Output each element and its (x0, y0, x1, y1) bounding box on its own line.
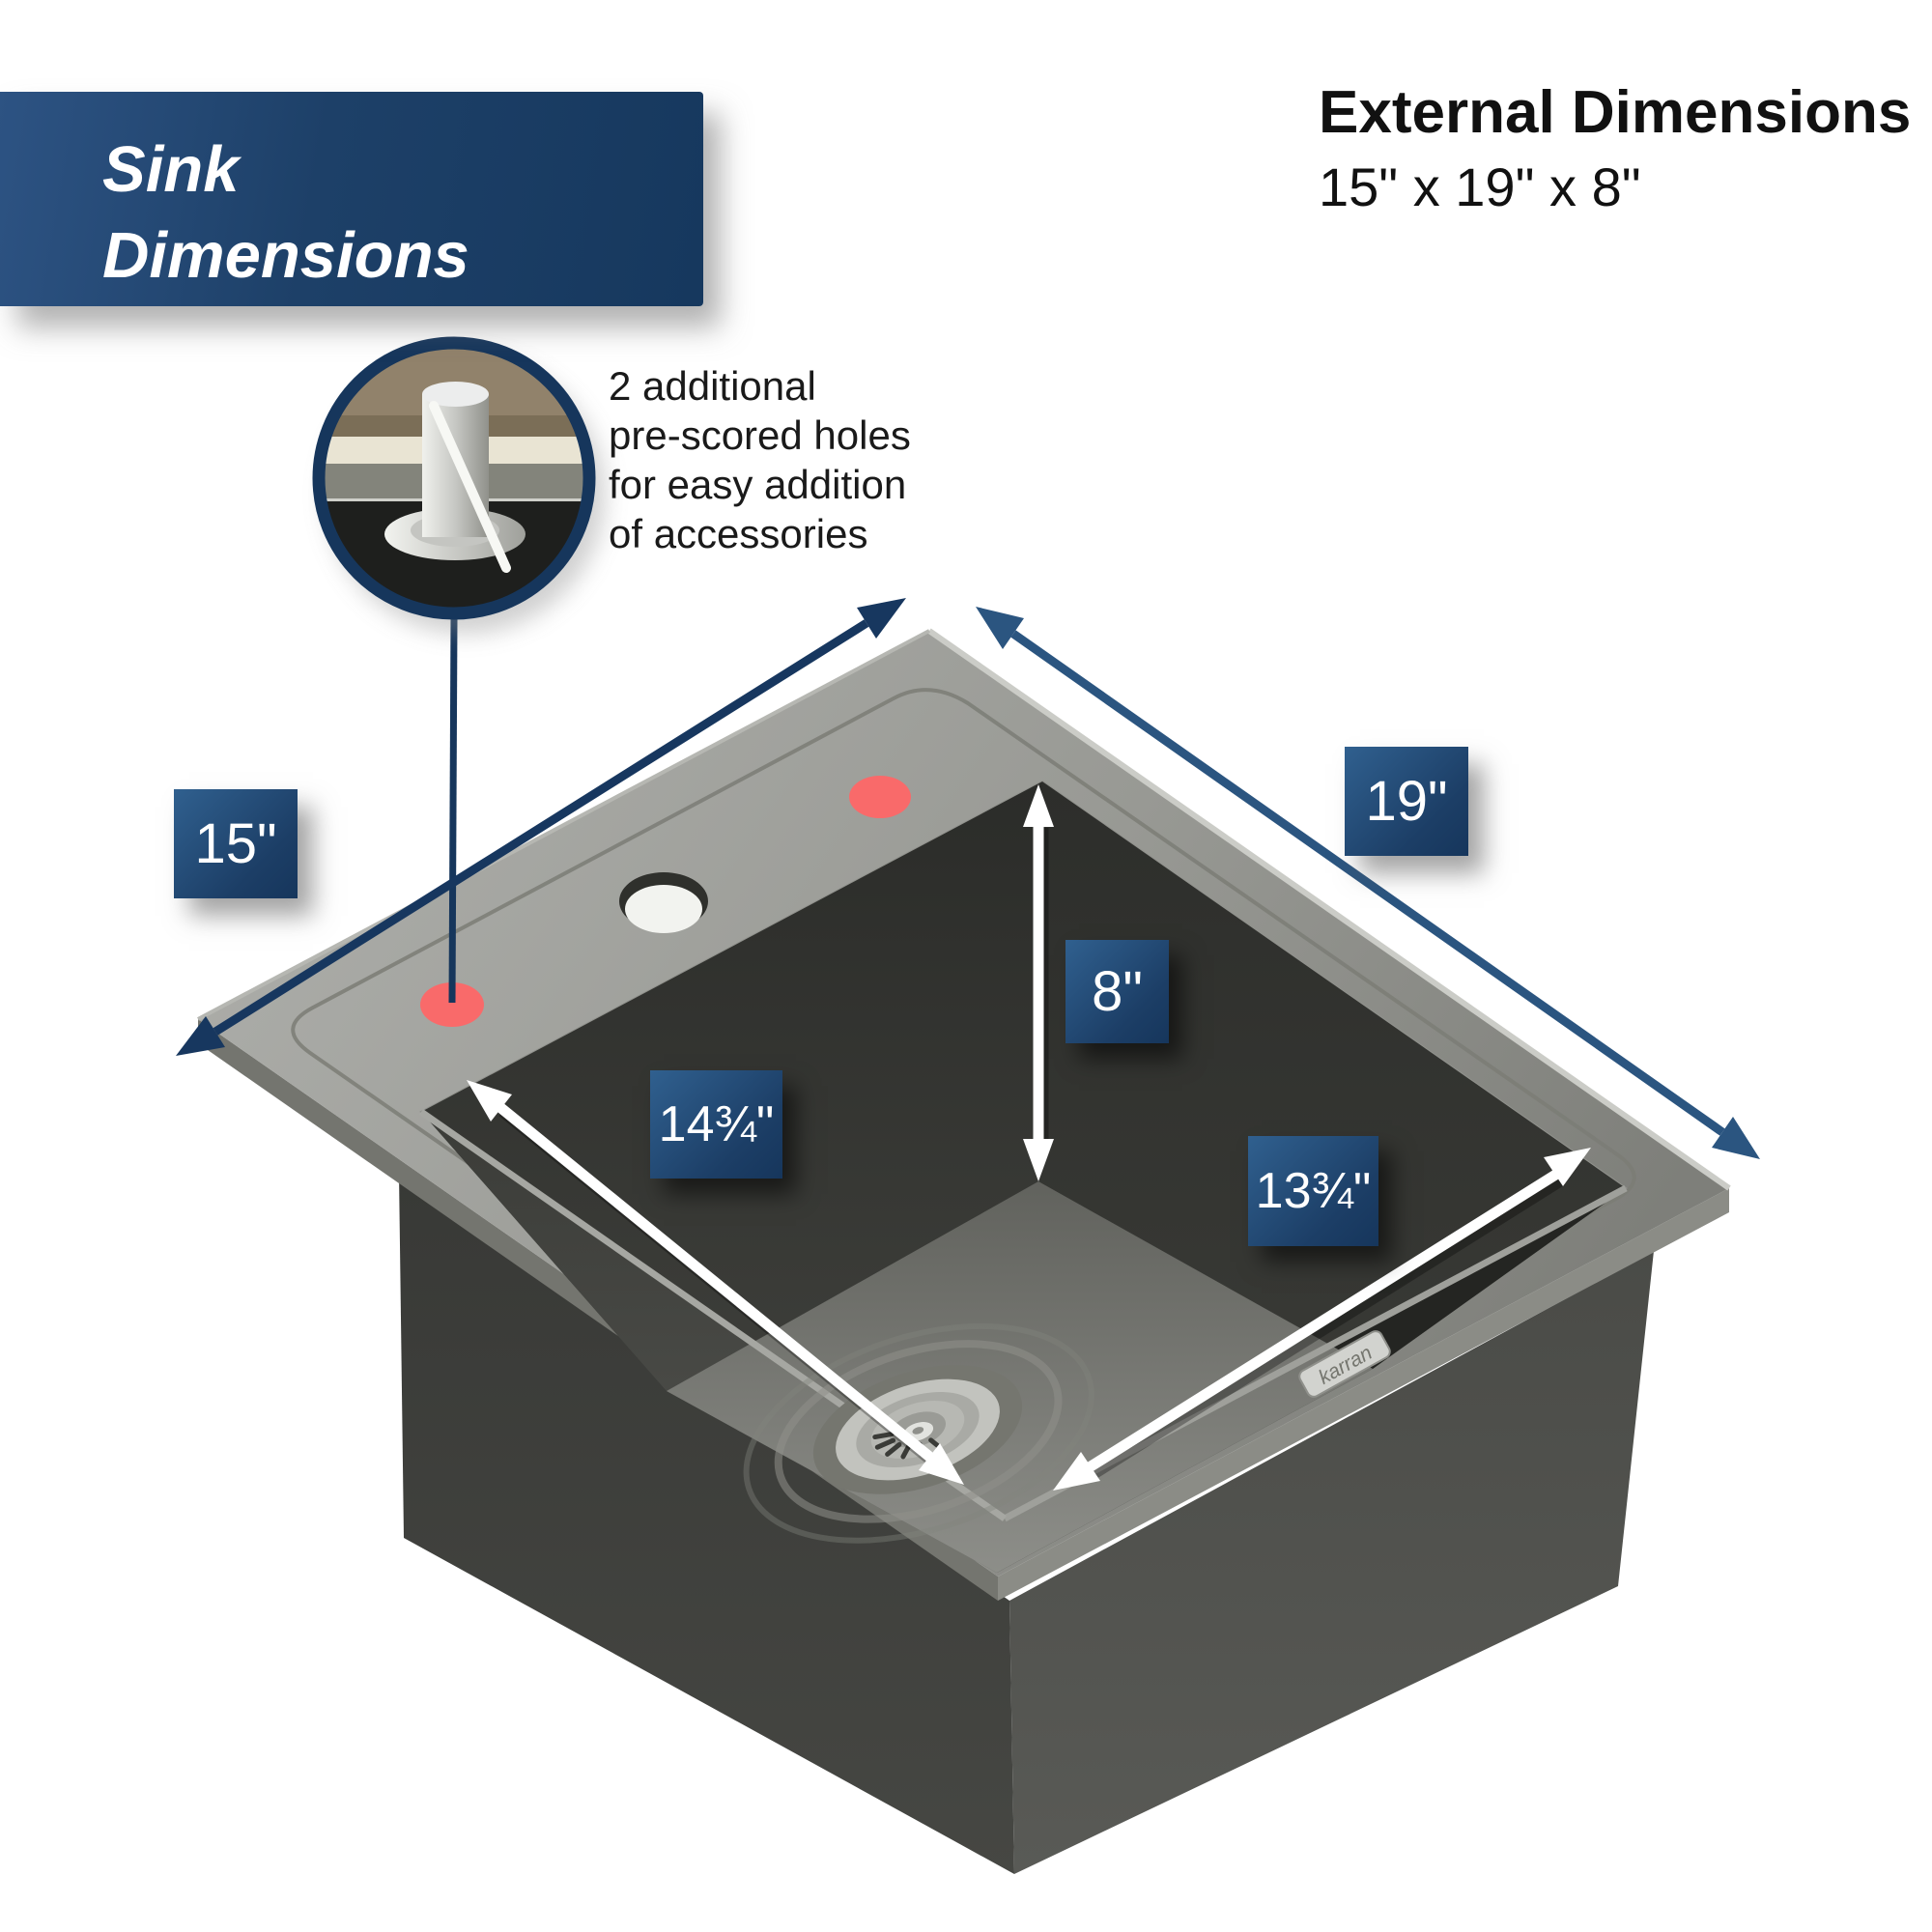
dim-arrow-19 (976, 607, 1760, 1159)
callout-line: 2 additional (609, 363, 816, 409)
bowl-lip-right (1003, 1184, 1628, 1522)
faucet-hole (619, 872, 708, 933)
dim-label-width-15: 15" (174, 789, 298, 898)
dim-label-length-19: 19" (1345, 747, 1468, 856)
external-dimensions-block: External Dimensions 15" x 19" x 8" (1319, 79, 1911, 218)
rim-side-right (998, 1188, 1729, 1601)
sink-body-left-face (399, 1172, 1014, 1874)
sink-body-right-face (1009, 1251, 1654, 1874)
drain (743, 1322, 1094, 1544)
callout-line: for easy addition (609, 462, 907, 507)
rim-edge-highlight-right (927, 628, 1731, 1191)
dim-label-depth-8: 8" (1065, 940, 1169, 1043)
pre-scored-knob (384, 382, 526, 573)
inset-detail (312, 336, 605, 634)
dim-label-bowl-width-13-3-4: 13¾" (1248, 1136, 1378, 1246)
banner-line1: Sink (102, 133, 240, 206)
rim-edge-highlight-left (197, 629, 930, 1021)
pre-scored-holes-callout: 2 additional pre-scored holes for easy a… (609, 361, 911, 558)
dim-arrow-14-3-4 (467, 1080, 964, 1485)
sink-body (399, 1172, 1654, 1874)
callout-line: pre-scored holes (609, 412, 911, 458)
dim-arrow-13-3-4 (1053, 1148, 1591, 1491)
knob-rod (429, 401, 511, 573)
dim-arrow-15 (176, 598, 906, 1056)
inset-ring (312, 336, 596, 620)
external-dimensions-heading: External Dimensions (1319, 79, 1912, 146)
pre-scored-hole-marker-right (849, 776, 911, 818)
pre-scored-hole-marker-left (420, 982, 484, 1027)
banner-sink-dimensions: Sink Dimensions (0, 92, 703, 306)
callout-line: of accessories (609, 511, 868, 556)
inset-leader-line (448, 617, 458, 1004)
dim-arrow-8 (1023, 784, 1054, 1181)
banner-line2: Dimensions (102, 219, 469, 292)
dim-label-bowl-length-14-3-4: 14¾" (650, 1070, 782, 1179)
external-dimensions-value: 15" x 19" x 8" (1319, 156, 1641, 217)
